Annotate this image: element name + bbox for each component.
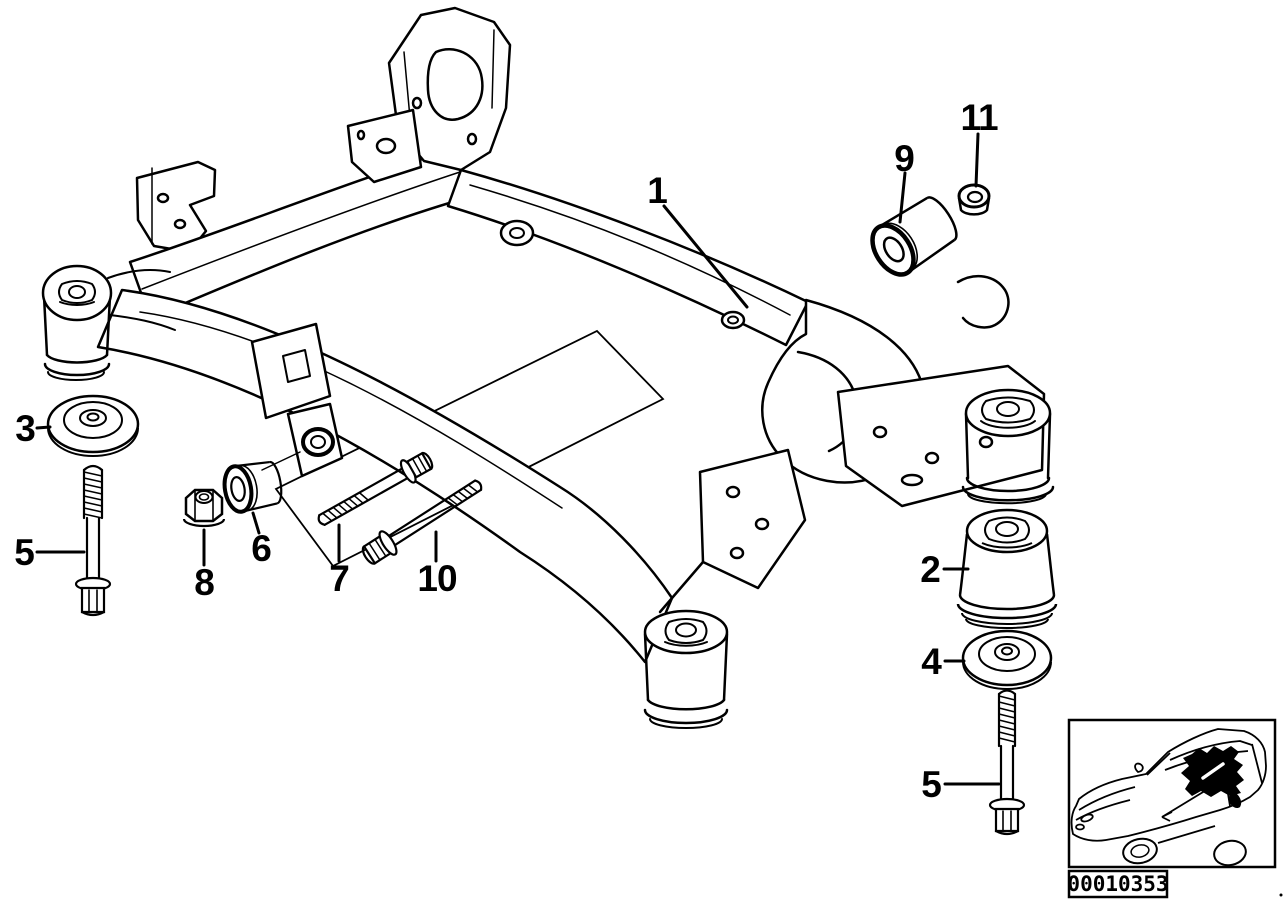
leader-3 [35,425,52,430]
leader-lines [35,132,1001,786]
leader-1 [662,204,749,309]
part-8-nut [182,488,226,528]
axle-carrier-rear-structure [128,6,1055,508]
callout-10: 10 [417,558,457,599]
callout-3: 3 [15,408,35,449]
part-10-bolt [361,479,483,565]
scan-dot [1279,893,1283,897]
callout-5-left: 5 [14,532,34,573]
part-2-bushing [956,508,1058,629]
part-4-washer [961,629,1053,690]
plate-number: 00010353 [1067,872,1168,896]
subframe-highlight [1181,746,1244,809]
part-11-grommet [957,183,991,216]
leader-6 [251,511,261,535]
callout-9: 9 [894,138,914,179]
part-7-bolt [317,451,434,526]
leader-11 [974,132,980,188]
part-6-bushing [222,460,283,514]
plate-number-box [1067,869,1169,899]
callout-7: 7 [329,558,349,599]
callout-11: 11 [960,97,998,138]
callout-4: 4 [921,641,942,682]
callout-5-right: 5 [921,764,941,805]
part-5-bolt-right [988,689,1026,836]
axle-carrier-front-structure [41,264,807,729]
part-5-bolt-left [74,464,112,617]
callout-8: 8 [194,562,214,603]
callout-1: 1 [647,170,667,211]
part-3-washer [46,394,140,457]
leader-9 [898,171,907,224]
part-9-bushing [870,196,958,277]
callout-2: 2 [920,549,940,590]
car-location-inset: 00010353 [1067,718,1283,899]
callout-6: 6 [251,528,271,569]
